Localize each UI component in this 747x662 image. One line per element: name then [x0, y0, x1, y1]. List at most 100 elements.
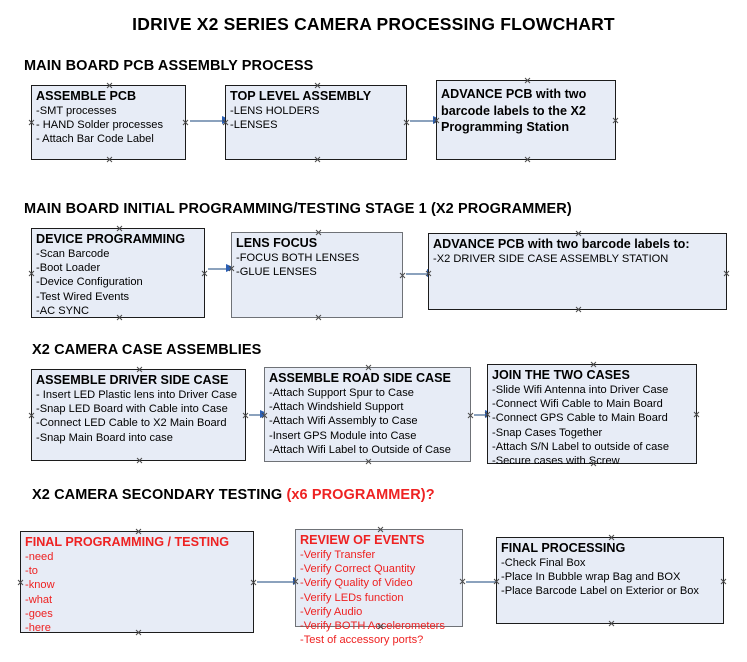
- node-title: TOP LEVEL ASSEMBLY: [230, 89, 372, 103]
- connection-handle-top[interactable]: [365, 364, 372, 371]
- connection-handle-top[interactable]: [524, 77, 531, 84]
- node-line: -Verify LEDs function: [300, 591, 404, 604]
- section-heading-text: X2 CAMERA CASE ASSEMBLIES: [32, 342, 262, 358]
- node-line: - Insert LED Plastic lens into Driver Ca…: [36, 389, 237, 401]
- connection-handle-top[interactable]: [590, 361, 597, 368]
- connection-handle-bottom[interactable]: [365, 458, 372, 465]
- node-assemble-road-side-case[interactable]: ASSEMBLE ROAD SIDE CASE -Attach Support …: [264, 367, 471, 462]
- node-line: -Verify Correct Quantity: [300, 563, 416, 576]
- node-title: ASSEMBLE ROAD SIDE CASE: [269, 371, 451, 385]
- node-advance-pcb-to-x2-programming-station[interactable]: ADVANCE PCB with two barcode labels to t…: [436, 80, 616, 160]
- connection-handle-bottom[interactable]: [314, 156, 321, 163]
- node-line: -Boot Loader: [36, 262, 101, 275]
- node-line: -Insert GPS Module into Case: [269, 429, 417, 442]
- connection-handle-top[interactable]: [136, 366, 143, 373]
- node-line: -Verify Audio: [300, 605, 363, 618]
- connection-handle-left[interactable]: [17, 579, 24, 586]
- connection-handle-top[interactable]: [575, 230, 582, 237]
- node-line: -GLUE LENSES: [236, 266, 317, 279]
- section-heading-text: MAIN BOARD PCB ASSEMBLY PROCESS: [24, 58, 314, 74]
- connection-handle-top[interactable]: [106, 82, 113, 89]
- node-line: -Connect Wifi Cable to Main Board: [492, 398, 663, 411]
- node-line: -LENS HOLDERS: [230, 105, 320, 117]
- node-line: -Connect LED Cable to X2 Main Board: [36, 417, 227, 430]
- node-line: -Verify BOTH Accelerometers: [300, 620, 445, 633]
- node-title: REVIEW OF EVENTS: [300, 533, 425, 547]
- arrow-assemble-pcb-to-top-level-assembly: [190, 116, 231, 125]
- connection-handle-left[interactable]: [28, 412, 35, 419]
- page-title: IDRIVE X2 SERIES CAMERA PROCESSING FLOWC…: [132, 14, 615, 34]
- node-title: JOIN THE TWO CASES: [492, 368, 630, 382]
- node-assemble-driver-side-case[interactable]: ASSEMBLE DRIVER SIDE CASE - Insert LED P…: [31, 369, 246, 461]
- connection-handle-bottom[interactable]: [608, 620, 615, 627]
- node-title: ASSEMBLE PCB: [36, 89, 137, 103]
- node-lens-focus[interactable]: LENS FOCUS -FOCUS BOTH LENSES -GLUE LENS…: [231, 232, 403, 318]
- node-line: -Attach Wifi Label to Outside of Case: [269, 443, 451, 456]
- node-line: -X2 DRIVER SIDE CASE ASSEMBLY STATION: [433, 253, 669, 265]
- node-line: -Place In Bubble wrap Bag and BOX: [501, 571, 681, 584]
- node-title: LENS FOCUS: [236, 236, 318, 250]
- connection-handle-bottom[interactable]: [524, 156, 531, 163]
- section-heading-main-board-pcb-assembly-process: MAIN BOARD PCB ASSEMBLY PROCESS: [24, 58, 313, 74]
- section-heading-text: X2 CAMERA SECONDARY TESTING: [32, 487, 287, 503]
- node-title: ADVANCE PCB with two barcode labels to:: [433, 237, 690, 251]
- node-line: -LENSES: [230, 119, 278, 132]
- node-line: -Scan Barcode: [36, 248, 110, 260]
- connection-handle-top[interactable]: [314, 82, 321, 89]
- node-line: -Connect GPS Cable to Main Board: [492, 412, 668, 425]
- connection-handle-right[interactable]: [723, 270, 730, 277]
- node-line: -Snap LED Board with Cable into Case: [36, 403, 228, 416]
- node-advance-pcb-to-driver-side-case-assembly-station[interactable]: ADVANCE PCB with two barcode labels to: …: [428, 233, 727, 310]
- connection-handle-left[interactable]: [28, 119, 35, 126]
- node-line: -AC SYNC: [36, 304, 90, 317]
- arrow-lens-focus-to-advance-pcb: [406, 269, 436, 278]
- connection-handle-bottom[interactable]: [575, 306, 582, 313]
- node-final-processing[interactable]: FINAL PROCESSING -Check Final Box -Place…: [496, 537, 724, 624]
- node-device-programming[interactable]: DEVICE PROGRAMMING -Scan Barcode -Boot L…: [31, 228, 205, 318]
- node-review-of-events[interactable]: REVIEW OF EVENTS -Verify Transfer -Verif…: [295, 526, 463, 646]
- section-heading-x2-camera-secondary-testing: X2 CAMERA SECONDARY TESTING (x6 PROGRAMM…: [32, 487, 435, 503]
- node-title: ASSEMBLE DRIVER SIDE CASE: [36, 373, 229, 387]
- connection-handle-top[interactable]: [315, 229, 322, 236]
- node-line: -Attach Windshield Support: [269, 401, 404, 414]
- node-line: -Snap Cases Together: [492, 426, 603, 439]
- connection-handle-bottom[interactable]: [106, 156, 113, 163]
- node-line: -Place Barcode Label on Exterior or Box: [501, 585, 699, 598]
- section-heading-main-board-initial-programming-testing-stage-1: MAIN BOARD INITIAL PROGRAMMING/TESTING S…: [24, 201, 572, 217]
- node-line: -Attach Wifi Assembly to Case: [269, 415, 418, 428]
- node-assemble-pcb[interactable]: ASSEMBLE PCB -SMT processes - HAND Solde…: [31, 85, 186, 160]
- node-line: -know: [25, 579, 55, 592]
- node-line: -Verify Transfer: [300, 549, 376, 561]
- node-line: -FOCUS BOTH LENSES: [236, 252, 360, 264]
- arrow-device-programming-to-lens-focus: [208, 264, 235, 273]
- arrow-top-level-assembly-to-advance-pcb: [410, 116, 442, 125]
- node-line: -Snap Main Board into case: [36, 431, 173, 444]
- node-line: -SMT processes: [36, 105, 117, 117]
- node-final-programming-testing[interactable]: FINAL PROGRAMMING / TESTING -need -to -k…: [17, 528, 254, 635]
- arrow-driver-side-case-to-road-side-case: [249, 410, 269, 419]
- connection-handle-left[interactable]: [28, 270, 35, 277]
- connection-handle-top[interactable]: [116, 225, 123, 232]
- arrow-road-side-case-to-join-the-two-cases: [474, 410, 494, 419]
- section-heading-text: MAIN BOARD INITIAL PROGRAMMING/TESTING S…: [24, 201, 572, 217]
- node-line: -Secure cases with Screw: [492, 455, 620, 468]
- connection-handle-bottom[interactable]: [315, 314, 322, 321]
- node-top-level-assembly[interactable]: TOP LEVEL ASSEMBLY -LENS HOLDERS -LENSES: [225, 85, 407, 160]
- node-line: -Device Configuration: [36, 276, 143, 289]
- node-join-the-two-cases[interactable]: JOIN THE TWO CASES -Slide Wifi Antenna i…: [487, 361, 697, 467]
- node-line: -Slide Wifi Antenna into Driver Case: [492, 384, 669, 396]
- connection-handle-top[interactable]: [377, 526, 384, 533]
- node-line: -what: [25, 593, 53, 606]
- node-line: - HAND Solder processes: [36, 119, 164, 132]
- node-line: -here: [25, 622, 51, 635]
- connection-handle-bottom[interactable]: [136, 457, 143, 464]
- node-line: -goes: [25, 607, 53, 620]
- node-line-overflow: -Test of accessory ports?: [300, 634, 424, 647]
- node-title: DEVICE PROGRAMMING: [36, 232, 186, 246]
- arrow-review-of-events-to-final-processing: [466, 577, 507, 586]
- section-heading-x2-camera-case-assemblies: X2 CAMERA CASE ASSEMBLIES: [32, 342, 261, 358]
- section-heading-accent: (x6 PROGRAMMER)?: [286, 487, 435, 503]
- connection-handle-top[interactable]: [608, 534, 615, 541]
- connection-handle-top[interactable]: [135, 528, 142, 535]
